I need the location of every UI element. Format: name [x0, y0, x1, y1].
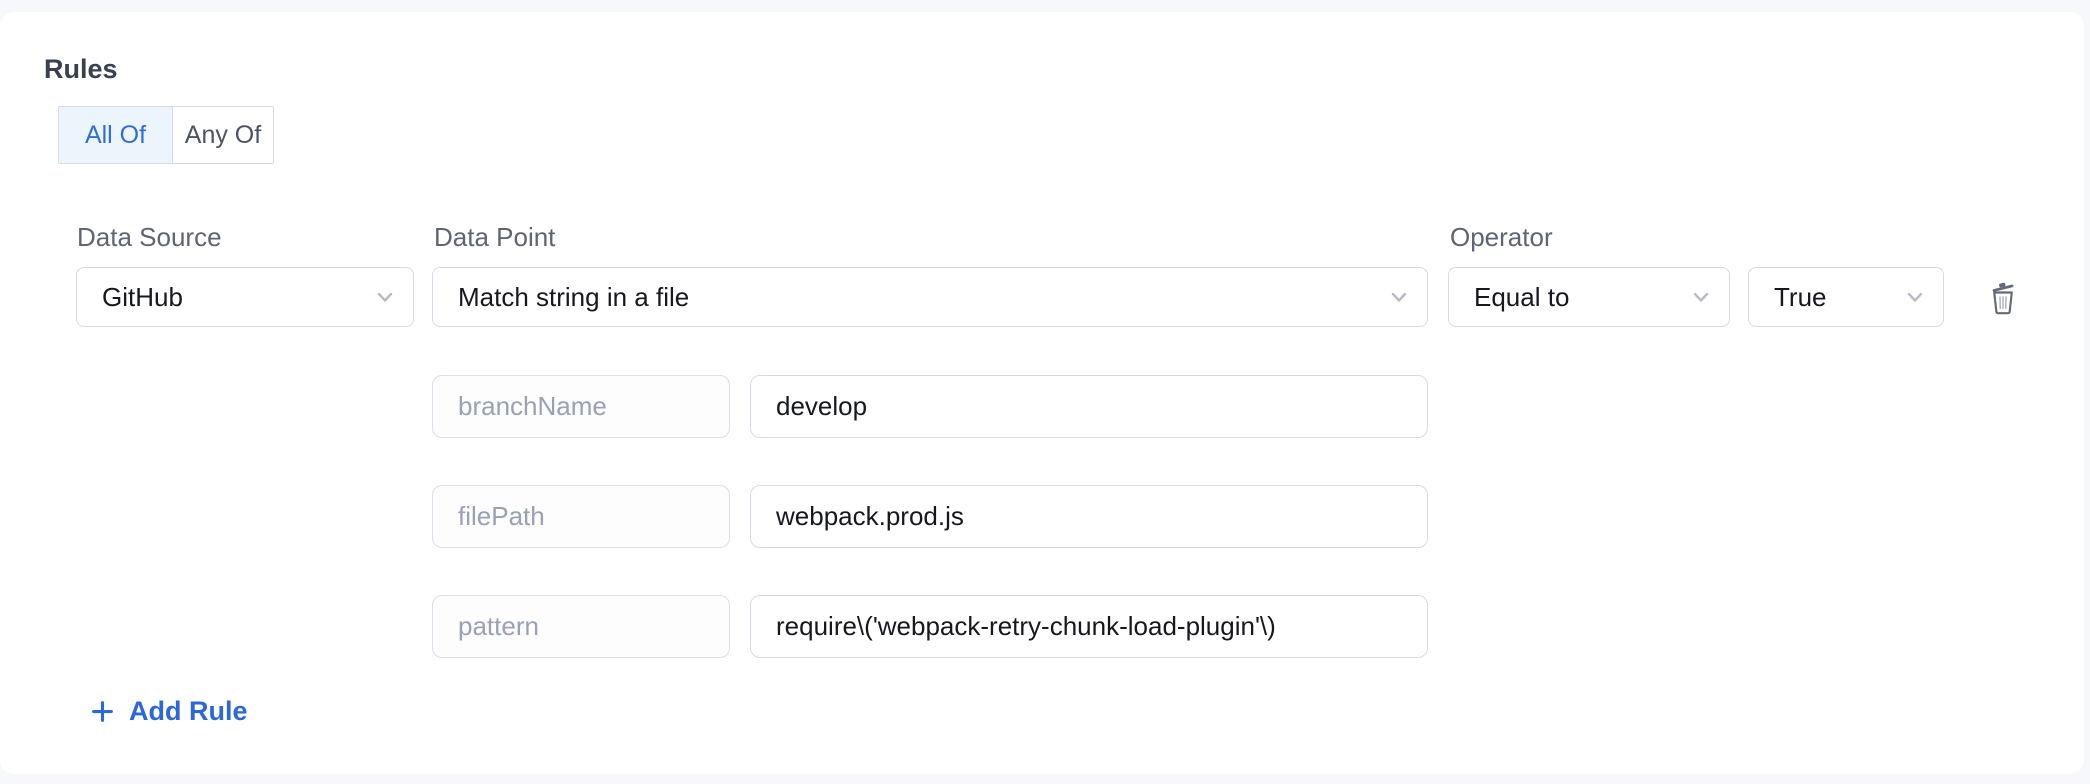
operator-value-select[interactable]: True: [1748, 267, 1944, 327]
chevron-down-icon: [374, 286, 396, 308]
operator-select[interactable]: Equal to: [1448, 267, 1730, 327]
data-point-value: Match string in a file: [458, 281, 690, 312]
data-point-label: Data Point: [434, 222, 556, 252]
add-rule-label: Add Rule: [129, 696, 248, 726]
match-mode-segmented-control: All Of Any Of: [58, 106, 274, 164]
param-name-pattern: pattern: [432, 595, 730, 658]
operator-value-value: True: [1774, 281, 1827, 312]
param-value-branchname-input[interactable]: [750, 375, 1428, 438]
rules-title: Rules: [44, 54, 118, 84]
chevron-down-icon: [1904, 286, 1926, 308]
chevron-down-icon: [1388, 286, 1410, 308]
data-point-select[interactable]: Match string in a file: [432, 267, 1428, 327]
trash-icon: [1988, 279, 2018, 315]
data-source-value: GitHub: [102, 281, 183, 312]
param-value-filepath-input[interactable]: [750, 485, 1428, 548]
any-of-button[interactable]: Any Of: [173, 107, 273, 163]
rules-card: Rules All Of Any Of Data Source Data Poi…: [0, 12, 2084, 774]
operator-value: Equal to: [1474, 281, 1570, 312]
chevron-down-icon: [1690, 286, 1712, 308]
param-value-pattern-input[interactable]: [750, 595, 1428, 658]
data-source-label: Data Source: [77, 222, 222, 252]
operator-label: Operator: [1450, 222, 1553, 252]
param-name-branchname: branchName: [432, 375, 730, 438]
data-source-select[interactable]: GitHub: [76, 267, 414, 327]
all-of-button[interactable]: All Of: [59, 107, 173, 163]
param-name-filepath: filePath: [432, 485, 730, 548]
add-rule-button[interactable]: Add Rule: [90, 696, 248, 727]
plus-icon: [90, 699, 115, 724]
delete-rule-button[interactable]: [1980, 272, 2026, 322]
